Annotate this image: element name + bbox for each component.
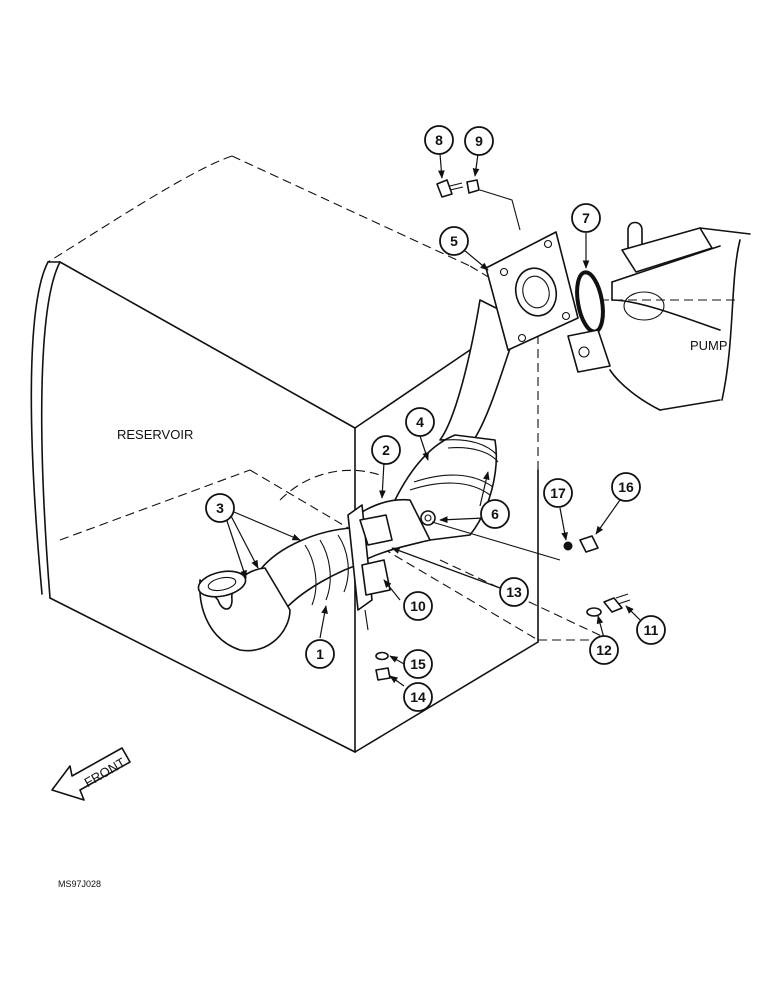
leader-lines [225,153,641,687]
svg-text:8: 8 [435,132,443,148]
callout-16: 16 [611,472,641,502]
svg-text:7: 7 [582,210,590,226]
callout-4: 4 [405,407,435,437]
clamp-bracket [347,504,393,631]
front-arrow: FRONT [51,747,131,801]
svg-text:11: 11 [644,622,659,638]
svg-text:17: 17 [550,485,566,501]
callout-15: 15 [403,649,433,679]
callout-2: 2 [371,435,401,465]
svg-text:6: 6 [491,506,499,522]
svg-text:16: 16 [618,479,634,495]
svg-text:13: 13 [506,584,522,600]
callout-3: 3 [205,493,235,523]
callout-7: 7 [571,203,601,233]
svg-text:9: 9 [475,133,483,149]
svg-text:4: 4 [416,414,424,430]
svg-text:3: 3 [216,500,224,516]
callout-13: 13 [499,577,529,607]
flange [485,231,579,351]
svg-text:2: 2 [382,442,390,458]
o-ring [575,270,605,334]
reservoir-label: RESERVOIR [117,427,193,442]
hardware [375,179,631,681]
svg-text:10: 10 [410,598,426,614]
callout-9: 9 [464,126,494,156]
callout-1: 1 [305,639,335,669]
callout-17: 17 [543,478,573,508]
callout-10: 10 [403,591,433,621]
drawing-code: MS97J028 [58,879,101,889]
callout-5: 5 [439,226,469,256]
reservoir-tank [30,155,611,753]
pump [567,221,751,411]
svg-text:14: 14 [410,689,426,705]
svg-text:1: 1 [316,646,324,662]
callout-12: 12 [589,635,619,665]
svg-text:5: 5 [450,233,458,249]
pump-label: PUMP [690,338,728,353]
callout-8: 8 [424,125,454,155]
svg-text:15: 15 [410,656,426,672]
callout-14: 14 [403,682,433,712]
callout-6: 6 [480,499,510,529]
svg-text:12: 12 [596,642,612,658]
callout-11: 11 [636,615,666,645]
